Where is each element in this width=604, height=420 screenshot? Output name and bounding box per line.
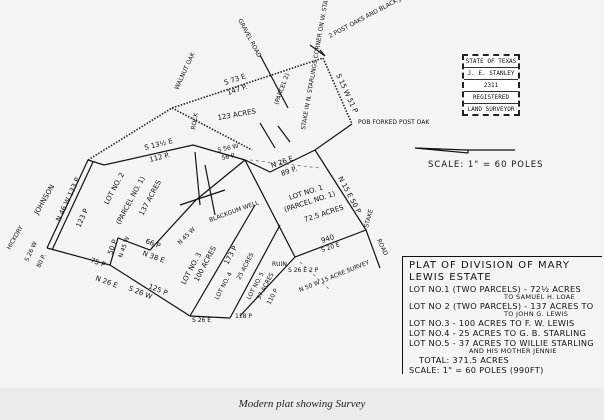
label-123-acres: 123 ACRES bbox=[217, 107, 257, 122]
label-72-5-acres: 72.5 ACRES bbox=[303, 203, 345, 223]
legend-lot2: LOT NO 2 (TWO PARCELS) - 137 ACRES TO bbox=[409, 301, 594, 311]
label-s56w: S 56 W bbox=[217, 143, 239, 154]
legend-title-line2: LEWIS ESTATE bbox=[409, 272, 492, 283]
label-ruin: RUIN bbox=[272, 261, 287, 268]
label-89p: 89 P. bbox=[280, 165, 298, 178]
label-johnson: JOHNSON bbox=[32, 183, 56, 217]
label-n26e-2: N 26 E bbox=[94, 274, 118, 289]
label-110p: 110 P bbox=[266, 287, 280, 306]
label-lot-2: LOT NO. 2 bbox=[103, 171, 127, 206]
label-lot-4: LOT NO. 4 bbox=[214, 271, 234, 301]
label-pob: POB FORKED POST OAK bbox=[358, 119, 430, 126]
legend-total: TOTAL: 371.5 ACRES bbox=[419, 355, 510, 365]
label-940: 940 bbox=[320, 233, 335, 245]
stamp-line: J. E. STANLEY bbox=[464, 68, 518, 80]
label-n38e: N 38 E bbox=[141, 249, 165, 264]
legend-scale: SCALE: 1" = 60 POLES (990FT) bbox=[409, 365, 544, 375]
plat-boundary-lines bbox=[46, 44, 381, 319]
label-hickory: HICKORY bbox=[6, 224, 25, 251]
stamp-line: 2311 bbox=[464, 80, 518, 92]
label-56p: 56 P bbox=[221, 152, 236, 162]
label-s26e-3: S 26 E bbox=[192, 317, 211, 324]
label-15-acre-survey: N 50 W 15 ACRE SURVEY bbox=[298, 259, 370, 294]
surveyor-seal-stamp: STATE OF TEXAS J. E. STANLEY 2311 REGIST… bbox=[462, 54, 520, 116]
legend-lot1-owner: TO SAMUEL H. LOAE bbox=[504, 293, 575, 301]
label-112p: 112 P. bbox=[149, 151, 171, 164]
label-123p: 123 P bbox=[75, 208, 91, 229]
page-bottom-band bbox=[0, 388, 604, 420]
scale-note: SCALE: 1" = 60 POLES bbox=[428, 160, 544, 170]
label-s13e: S 13½ E bbox=[144, 137, 174, 152]
label-80p: 80 P. bbox=[35, 253, 47, 269]
legend-lot5: LOT NO.5 - 37 ACRES TO WILLIE STARLING bbox=[409, 338, 594, 348]
label-blackgum-well: BLACKGUM WELL bbox=[208, 199, 260, 224]
legend-title-line1: PLAT OF DIVISION OF MARY bbox=[409, 260, 570, 271]
label-stake-corner: STAKE IN N. STARLINGS CORNER ON W. STARL… bbox=[300, 0, 334, 130]
legend-lot3: LOT NO.3 - 100 ACRES TO F. W. LEWIS bbox=[409, 318, 575, 328]
label-n45w-2: N 45 W bbox=[176, 226, 196, 246]
legend-lot5-owner: AND HIS MOTHER JENNIE bbox=[469, 347, 557, 355]
label-s26w-top: S 26 W bbox=[23, 241, 38, 263]
scale-bar bbox=[414, 147, 515, 154]
label-stake: STAKE bbox=[363, 208, 375, 228]
label-road: ROAD bbox=[375, 238, 389, 257]
plat-legend-box: PLAT OF DIVISION OF MARY LEWIS ESTATE LO… bbox=[402, 256, 602, 375]
stamp-line: LAND SURVEYOR bbox=[467, 106, 515, 113]
plat-labels: 2 POST OAKS AND BLACK JACK POB FORKED PO… bbox=[6, 0, 431, 324]
label-post-oaks: 2 POST OAKS AND BLACK JACK bbox=[328, 0, 414, 40]
stamp-line: STATE OF TEXAS bbox=[464, 56, 518, 68]
label-118p: 118 P bbox=[235, 313, 252, 320]
label-s15w: S 15 W 51 P bbox=[334, 72, 359, 114]
stamp-line: REGISTERED bbox=[464, 92, 518, 104]
label-parcel-2: (PARCEL 2) bbox=[273, 72, 291, 105]
label-gravel-road: GRAVEL ROAD bbox=[236, 18, 263, 60]
legend-lot4: LOT NO.4 - 25 ACRES TO G. B. STARLING bbox=[409, 328, 587, 338]
label-rock: ROCK bbox=[190, 111, 200, 130]
legend-lot2-owner: TO JOHN G. LEWIS bbox=[504, 310, 569, 318]
legend-lot1: LOT NO.1 (TWO PARCELS) - 72½ ACRES bbox=[409, 284, 581, 294]
label-walnut-oak: WALNUT OAK bbox=[173, 51, 197, 91]
label-50p: 50 P bbox=[106, 239, 119, 256]
label-s26e: S 26 E 2 P bbox=[288, 267, 319, 274]
label-75p: 75 P bbox=[89, 256, 106, 269]
figure-caption: Modern plat showing Survey bbox=[238, 398, 366, 410]
